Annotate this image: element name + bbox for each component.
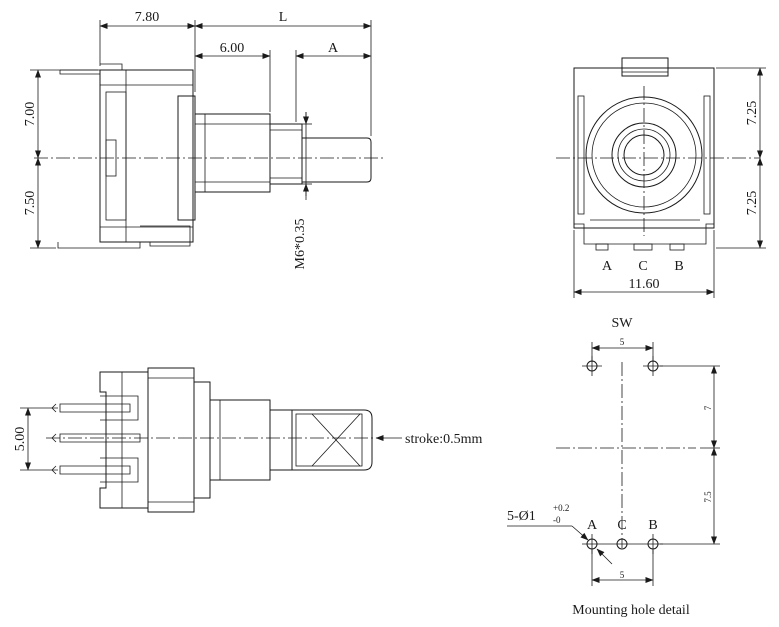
dim-width-780: 7.80: [135, 10, 160, 25]
dim-bottom-5: 5: [620, 570, 625, 580]
side-bushing: [177, 95, 303, 221]
mount-pin-c-label: C: [617, 518, 626, 533]
sw-label: SW: [612, 316, 634, 331]
dim-thread-m6: M6*0.35: [293, 219, 308, 270]
mount-pin-a-label: A: [587, 518, 598, 533]
dim-7-5: 7.5: [703, 491, 713, 503]
side-body: [57, 63, 194, 249]
dim-7: 7: [703, 405, 713, 410]
front-pin-c-label: C: [638, 259, 647, 274]
dim-length-l: L: [279, 10, 288, 25]
hole-tol-minus: -0: [553, 515, 561, 525]
front-view: 7.25 7.25 11.60 A C B: [556, 57, 766, 298]
dim-1160: 11.60: [629, 277, 660, 292]
dim-500: 5.00: [13, 427, 28, 452]
bottom-view: 5.00 stroke:0.5mm: [13, 367, 482, 513]
side-view: 7.80 L 6.00 A 7.00 7.50 M6*0.35: [23, 10, 386, 269]
mounting-bottom-dimension: 5: [591, 550, 654, 586]
bottom-shaft: [292, 409, 373, 471]
dim-700: 7.00: [23, 102, 38, 127]
dim-750: 7.50: [23, 191, 38, 216]
sw-holes: [582, 356, 663, 376]
front-pin-a-label: A: [602, 259, 613, 274]
dim-600: 6.00: [220, 41, 245, 56]
hole-callout: 5-Ø1 +0.2 -0: [507, 503, 613, 565]
stroke-callout: stroke:0.5mm: [375, 432, 482, 447]
front-right-dimensions: 7.25 7.25: [716, 67, 766, 249]
bottom-body: [99, 367, 293, 513]
hole-tol-plus: +0.2: [553, 503, 569, 513]
pin-holes: [582, 534, 663, 554]
mounting-centerlines: [556, 362, 696, 548]
side-top-dimensions: 7.80 L 6.00 A: [99, 10, 372, 136]
front-pin-labels: A C B: [602, 259, 684, 274]
hole-size-note: 5-Ø1: [507, 509, 536, 524]
pin-hole-labels: A C B: [587, 518, 658, 533]
side-shaft: [302, 137, 372, 183]
dim-725-lower: 7.25: [745, 191, 760, 216]
side-thread-dimension: M6*0.35: [293, 112, 312, 269]
mount-pin-b-label: B: [648, 518, 657, 533]
mounting-caption: Mounting hole detail: [572, 603, 690, 618]
stroke-note: stroke:0.5mm: [405, 432, 482, 447]
dim-725-upper: 7.25: [745, 101, 760, 126]
mounting-right-dimensions: 7 7.5: [660, 365, 720, 545]
bottom-pin-dimension: 5.00: [13, 407, 58, 471]
dim-a: A: [328, 41, 339, 56]
side-left-dimensions: 7.00 7.50: [23, 69, 98, 249]
mounting-hole-detail: SW 5 7 7.5: [507, 316, 720, 618]
front-bottom-dimension: 11.60: [573, 230, 715, 298]
dim-top-5: 5: [620, 337, 625, 347]
mounting-top-dimension: 5: [591, 337, 654, 362]
bottom-pins: [51, 395, 141, 483]
front-pin-b-label: B: [674, 259, 683, 274]
